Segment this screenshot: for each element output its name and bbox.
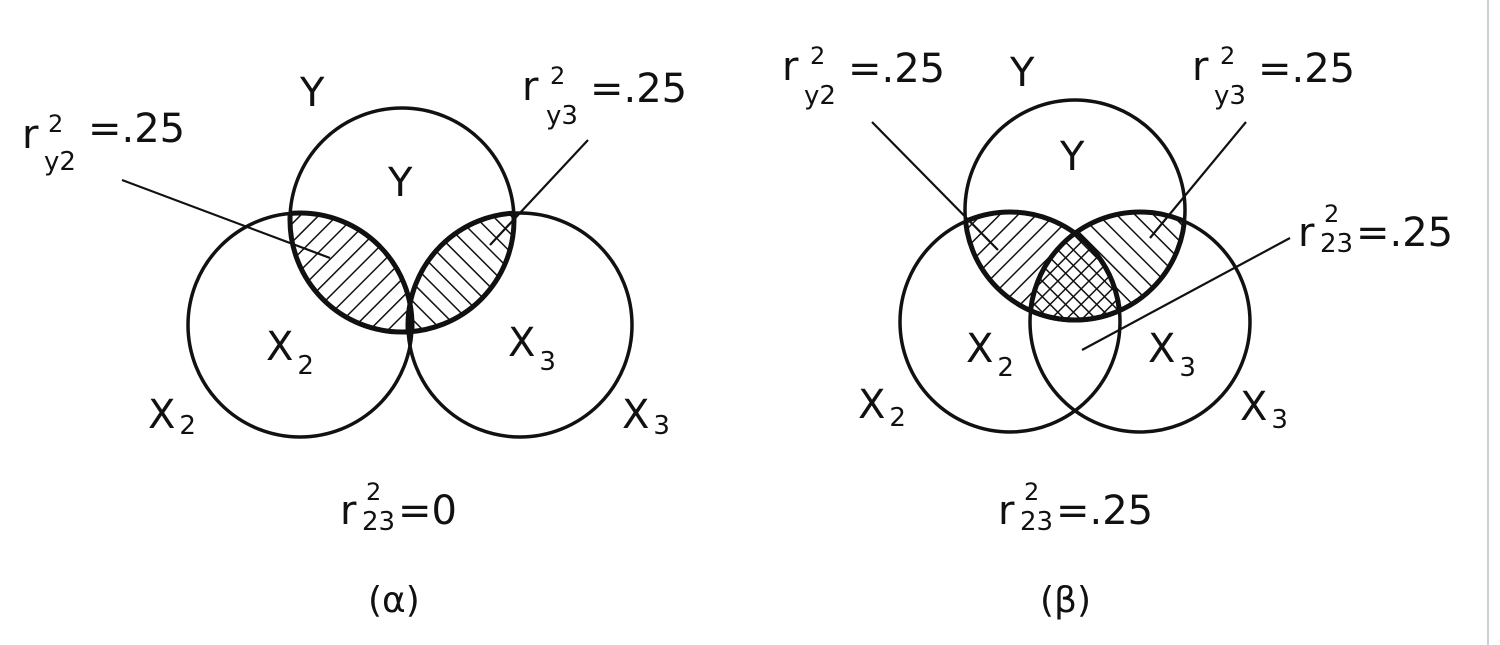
overlap-y-x2-x3-b (1030, 212, 1120, 320)
svg-text:r: r (1192, 44, 1209, 90)
svg-text:=.25: =.25 (1356, 210, 1453, 256)
overlap-y-x3-a (408, 213, 514, 332)
svg-text:2: 2 (1324, 200, 1339, 228)
svg-text:23: 23 (362, 507, 395, 537)
circle-x2-a (186, 211, 414, 439)
circle-x2-b (898, 210, 1122, 434)
svg-text:y2: y2 (44, 147, 76, 177)
label-r-23-b: r 2 23 =.25 (1298, 200, 1453, 259)
label-y-outer-a: Y (299, 70, 325, 116)
leader-y3-b (1149, 121, 1247, 239)
svg-text:r: r (340, 488, 357, 534)
label-y-inner-a: Y (387, 160, 413, 206)
svg-text:y3: y3 (546, 101, 578, 131)
leader-y3-a (489, 139, 589, 246)
svg-text:=.25: =.25 (88, 106, 185, 152)
svg-text:y2: y2 (804, 81, 836, 111)
svg-text:2: 2 (366, 478, 381, 506)
svg-text:y3: y3 (1214, 81, 1246, 111)
svg-text:=.25: =.25 (848, 46, 945, 92)
svg-text:=0: =0 (398, 488, 457, 534)
svg-text:r: r (998, 488, 1015, 534)
label-r-y3-b: r 2 y3 =.25 (1192, 42, 1355, 111)
label-r-y2-a: r 2 y2 =.25 (22, 106, 185, 177)
svg-text:=.25: =.25 (590, 66, 687, 112)
circle-y-b (963, 98, 1187, 322)
leader-y2-b (871, 121, 999, 251)
svg-text:2: 2 (1024, 478, 1039, 506)
svg-text:=.25: =.25 (1258, 46, 1355, 92)
svg-text:2: 2 (810, 42, 825, 70)
caption-r23-a: r 2 23 =0 (340, 478, 457, 537)
svg-text:23: 23 (1020, 507, 1053, 537)
panel-caption-b: (β) (1040, 580, 1091, 621)
svg-text:2: 2 (48, 110, 63, 138)
label-y-inner-b: Y (1059, 134, 1085, 180)
svg-text:r: r (22, 112, 39, 158)
svg-text:23: 23 (1320, 229, 1353, 259)
leader-y2-a (121, 178, 331, 260)
leader-23-b (1081, 237, 1291, 351)
svg-text:=.25: =.25 (1056, 488, 1153, 534)
svg-text:2: 2 (1220, 42, 1235, 70)
svg-text:r: r (782, 44, 799, 90)
panel-caption-a: (α) (368, 580, 420, 621)
label-r-y3-a: r 2 y3 =.25 (522, 62, 687, 131)
circle-x3-b (1028, 210, 1252, 434)
caption-r23-b: r 2 23 =.25 (998, 478, 1153, 537)
label-r-y2-b: r 2 y2 =.25 (782, 42, 945, 111)
svg-text:r: r (522, 64, 539, 110)
svg-text:2: 2 (550, 62, 565, 90)
label-y-outer-b: Y (1009, 50, 1035, 96)
svg-text:r: r (1298, 210, 1315, 256)
